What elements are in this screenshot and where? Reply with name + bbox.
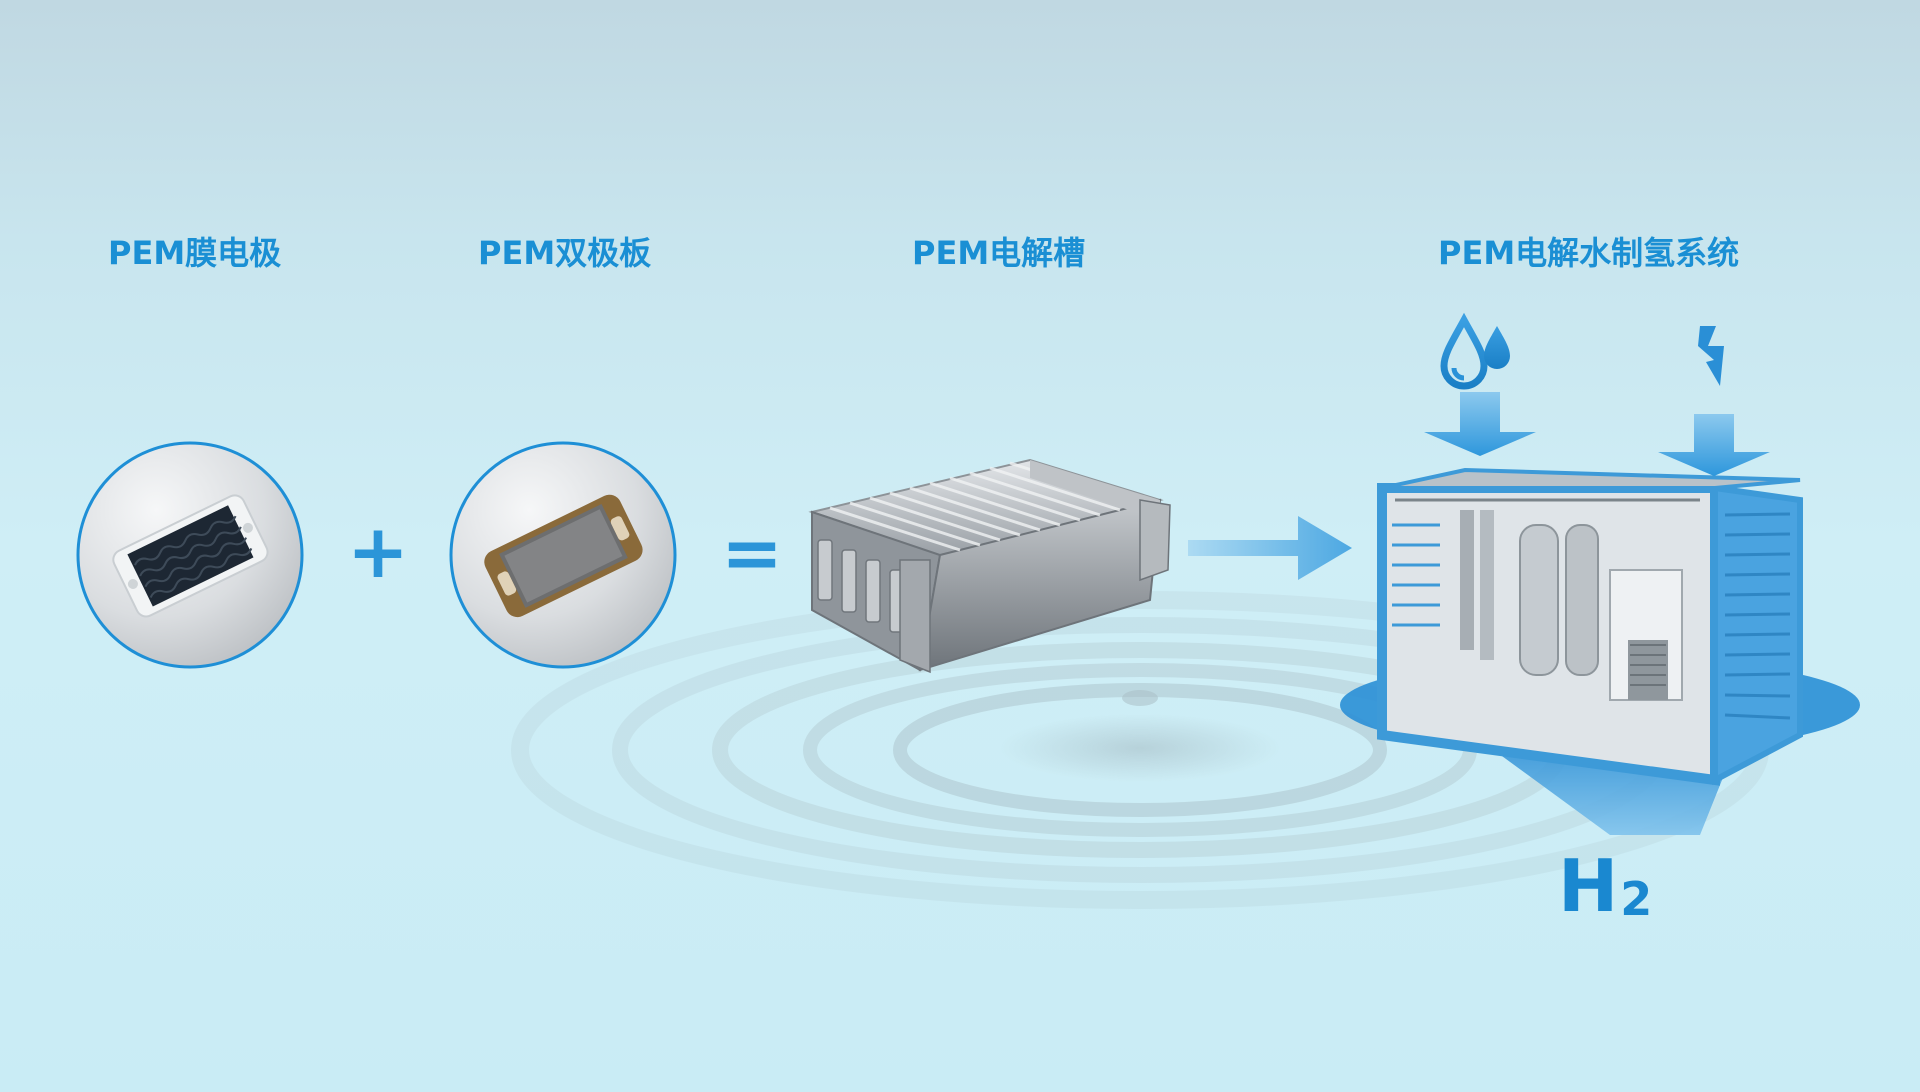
mea-image [76, 441, 304, 669]
electrolyzer-stack-image [808, 458, 1171, 674]
h2-subscript: 2 [1620, 872, 1653, 926]
label-mea: PEM膜电极 [108, 234, 281, 272]
power-input-arrow [1658, 414, 1770, 476]
water-drops-icon [1440, 312, 1510, 390]
container-system-image [1377, 467, 1803, 786]
label-system: PEM电解水制氢系统 [1438, 234, 1739, 272]
water-input-arrow [1424, 392, 1536, 456]
label-stack: PEM电解槽 [912, 234, 1085, 272]
label-bipolar-plate: PEM双极板 [478, 234, 651, 272]
h2-output-label: H2 [1558, 850, 1652, 922]
flow-arrow [1188, 516, 1352, 580]
h2-main: H [1558, 844, 1619, 928]
equals-operator: = [721, 510, 783, 596]
bipolar-plate-image [449, 441, 677, 669]
plus-operator: + [347, 509, 409, 595]
lightning-bolt-icon [1698, 326, 1724, 386]
